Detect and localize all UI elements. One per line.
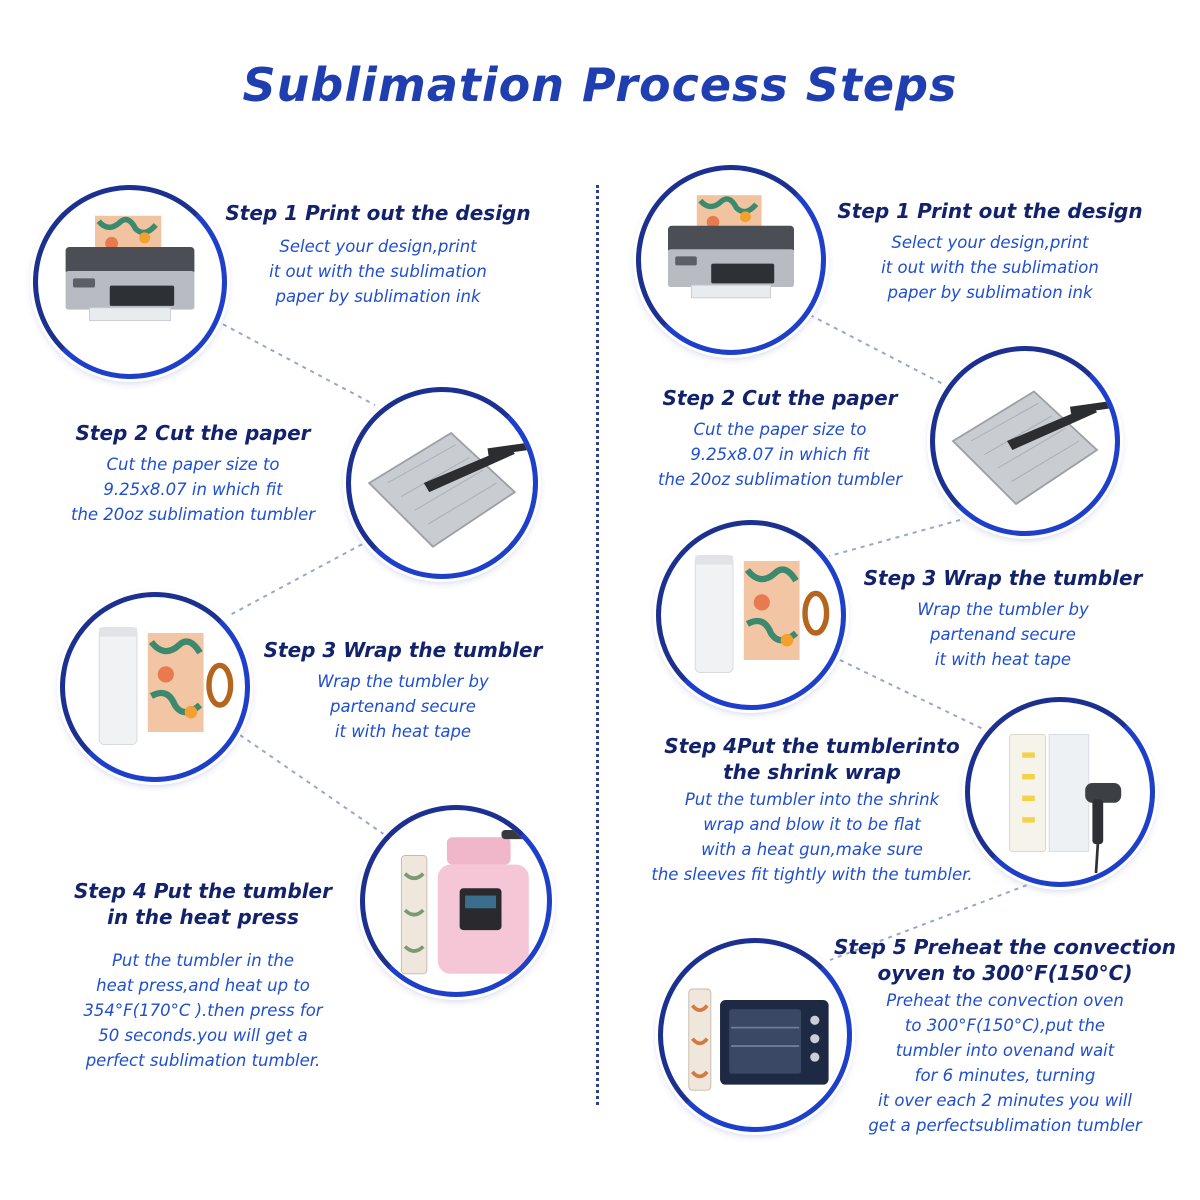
- step-description: Select your design,print it out with the…: [269, 237, 487, 306]
- tumbler-wrap-image: [60, 592, 250, 782]
- step-description: Cut the paper size to 9.25x8.07 in which…: [70, 455, 316, 524]
- paper-cutter-image: [930, 346, 1120, 536]
- printer-image: [636, 165, 826, 355]
- step-block: Step 5 Preheat the convection oyven to 3…: [830, 934, 1180, 1138]
- step-description: Put the tumbler in the heat press,and he…: [83, 951, 323, 1070]
- printer-image: [33, 185, 227, 379]
- step-block: Step 4 Put the tumbler in the heat press…: [38, 878, 368, 1073]
- oven-image: [658, 938, 852, 1132]
- step-description: Put the tumbler into the shrink wrap and…: [651, 790, 973, 884]
- connector-line: [829, 881, 1036, 961]
- heat-press-image: [360, 805, 552, 997]
- paper-cutter-image: [346, 387, 538, 579]
- step-heading: Step 1 Print out the design: [225, 201, 531, 225]
- step-heading: Step 2 Cut the paper: [75, 421, 311, 445]
- step-description: Select your design,print it out with the…: [881, 233, 1099, 302]
- connector-line: [809, 314, 946, 386]
- step-heading: Step 2 Cut the paper: [662, 386, 898, 410]
- step-block: Step 4Put the tumblerinto the shrink wra…: [622, 733, 1002, 887]
- shrink-wrap-image: [965, 697, 1155, 887]
- step-heading: Step 4Put the tumblerinto the shrink wra…: [664, 734, 960, 784]
- step-description: Preheat the convection oven to 300°F(150…: [868, 991, 1142, 1135]
- step-description: Wrap the tumbler by partenand secure it …: [317, 672, 489, 741]
- step-block: Step 3 Wrap the tumbler Wrap the tumbler…: [248, 637, 558, 744]
- step-block: Step 2 Cut the paper Cut the paper size …: [38, 420, 348, 527]
- connector-line: [229, 539, 371, 616]
- step-block: Step 1 Print out the design Select your …: [218, 200, 538, 309]
- step-description: Cut the paper size to 9.25x8.07 in which…: [657, 420, 903, 489]
- step-heading: Step 5 Preheat the convection oyven to 3…: [834, 935, 1176, 985]
- step-block: Step 1 Print out the design Select your …: [830, 198, 1150, 305]
- step-block: Step 3 Wrap the tumbler Wrap the tumbler…: [848, 565, 1158, 672]
- connector-line: [814, 519, 961, 561]
- step-description: Wrap the tumbler by partenand secure it …: [917, 600, 1089, 669]
- step-block: Step 2 Cut the paper Cut the paper size …: [625, 385, 935, 492]
- page-title: Sublimation Process Steps: [242, 58, 958, 112]
- step-heading: Step 3 Wrap the tumbler: [263, 638, 543, 662]
- step-heading: Step 4 Put the tumbler in the heat press: [74, 879, 332, 929]
- center-divider: [596, 185, 599, 1105]
- connector-line: [214, 319, 376, 406]
- connector-line: [239, 734, 386, 836]
- step-heading: Step 1 Print out the design: [837, 199, 1143, 223]
- tumbler-wrap-image: [656, 520, 846, 710]
- step-heading: Step 3 Wrap the tumbler: [863, 566, 1143, 590]
